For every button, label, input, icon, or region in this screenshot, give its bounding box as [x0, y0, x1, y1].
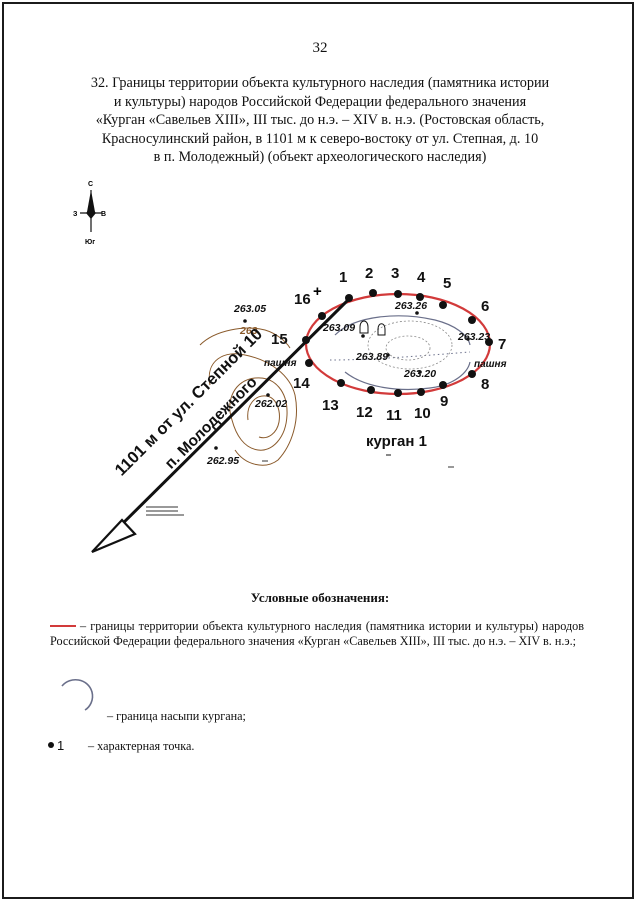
legend-point-marker: [48, 742, 54, 748]
height-dot: [386, 353, 390, 357]
field-label: пашня: [264, 358, 297, 369]
elevation-label: 263.89: [355, 351, 388, 363]
compass-north-arrow: [87, 190, 95, 212]
elevation-label: 263.09: [322, 322, 355, 334]
legend-mound-symbol: [61, 679, 94, 711]
field-labels: пашня пашня: [264, 358, 507, 370]
elevation-labels: 263.05 263 263.26 263.09 263.23 263.89 2…: [206, 300, 490, 467]
survey-marker-icons: [359, 320, 386, 336]
point-9-marker: [439, 381, 447, 389]
height-dot: [266, 393, 270, 397]
elevation-label: 263.26: [394, 300, 427, 312]
cross-marker-icon: +: [313, 283, 322, 300]
point-3-marker: [394, 290, 402, 298]
elevation-label: 263.05: [233, 303, 266, 315]
distance-labels: 1101 м от ул. Степной 10 п. Молодежного: [112, 325, 266, 479]
point-label: 14: [293, 375, 310, 392]
height-dot: [214, 446, 218, 450]
compass-south-label: Юг: [85, 239, 95, 246]
point-labels: 1 2 3 4 5 6 7 8 9 10 11 12 13 14 15 16: [271, 265, 506, 424]
compass-north-label: С: [88, 181, 93, 188]
point-13-marker: [337, 379, 345, 387]
point-label: 8: [481, 376, 489, 393]
point-label: 5: [443, 275, 451, 292]
distance-arrowhead: [91, 518, 137, 554]
elevation-label: 262.02: [254, 398, 287, 410]
elevation-label: 263.20: [403, 368, 436, 380]
point-label: 7: [498, 336, 506, 353]
kurgan-label: курган 1: [366, 433, 427, 450]
scan-marks: [146, 460, 454, 516]
point-6-marker: [468, 316, 476, 324]
title-line: в п. Молодежный) (объект археологическог…: [153, 149, 487, 165]
elevation-label: 263.23: [457, 331, 490, 343]
point-12-marker: [367, 386, 375, 394]
point-4-marker: [416, 293, 424, 301]
point-10-marker: [417, 388, 425, 396]
compass-core: [86, 207, 96, 219]
height-dot: [243, 319, 247, 323]
point-14-marker: [305, 359, 313, 367]
legend-boundary-text: – границы территории объекта культурного…: [50, 619, 584, 649]
height-dot: [361, 334, 365, 338]
point-11-marker: [394, 389, 402, 397]
document-title: 32. Границы территории объекта культурно…: [60, 74, 580, 167]
point-8-marker: [468, 370, 476, 378]
point-label: 16: [294, 291, 311, 308]
legend-boundary-swatch: [50, 625, 76, 627]
legend-title: Условные обозначения:: [250, 590, 390, 605]
marker-icon: [359, 320, 369, 334]
terrain-contours: [199, 327, 297, 466]
compass-east-label: В: [101, 211, 106, 218]
elevation-label: 263: [239, 325, 258, 337]
point-16-marker: [318, 312, 326, 320]
compass-west-label: З: [73, 211, 78, 218]
point-label: 1: [339, 269, 347, 286]
title-line: 32. Границы территории объекта культурно…: [90, 75, 550, 91]
distance-line: [102, 298, 350, 544]
point-label: 10: [414, 405, 431, 422]
boundary-points: [214, 289, 493, 450]
marker-icon: [377, 323, 386, 336]
field-label: пашня: [474, 359, 507, 370]
point-label: 13: [322, 397, 339, 414]
title-line: и культуры) народов Российской Федерации…: [113, 93, 527, 110]
point-label: 6: [481, 298, 489, 315]
point-label: 3: [391, 265, 399, 282]
point-2-marker: [369, 289, 377, 297]
legend-point-text: – характерная точка.: [88, 739, 195, 753]
legend-point-number: 1: [57, 738, 65, 753]
legend-boundary-label: – границы территории объекта культурного…: [50, 619, 584, 648]
point-label: 2: [365, 265, 373, 282]
legend-mound-text: – граница насыпи кургана;: [107, 709, 246, 723]
point-label: 15: [271, 331, 288, 348]
point-label: 11: [386, 407, 402, 424]
height-dot: [415, 311, 419, 315]
title-line: Красносулинский район, в 1101 м к северо…: [101, 130, 539, 147]
point-label: 4: [417, 269, 426, 286]
point-label: 12: [356, 404, 373, 421]
point-7-marker: [485, 338, 493, 346]
point-label: 9: [440, 393, 448, 410]
title-line: «Курган «Савельев XIII», III тыс. до н.э…: [95, 112, 545, 128]
page-number: 32: [312, 40, 328, 56]
point-5-marker: [439, 301, 447, 309]
compass: С З В Юг: [73, 181, 106, 246]
elevation-label: 262.95: [206, 455, 239, 467]
height-dot: [466, 337, 470, 341]
mound-contours: [329, 315, 471, 391]
height-dot: [418, 370, 422, 374]
